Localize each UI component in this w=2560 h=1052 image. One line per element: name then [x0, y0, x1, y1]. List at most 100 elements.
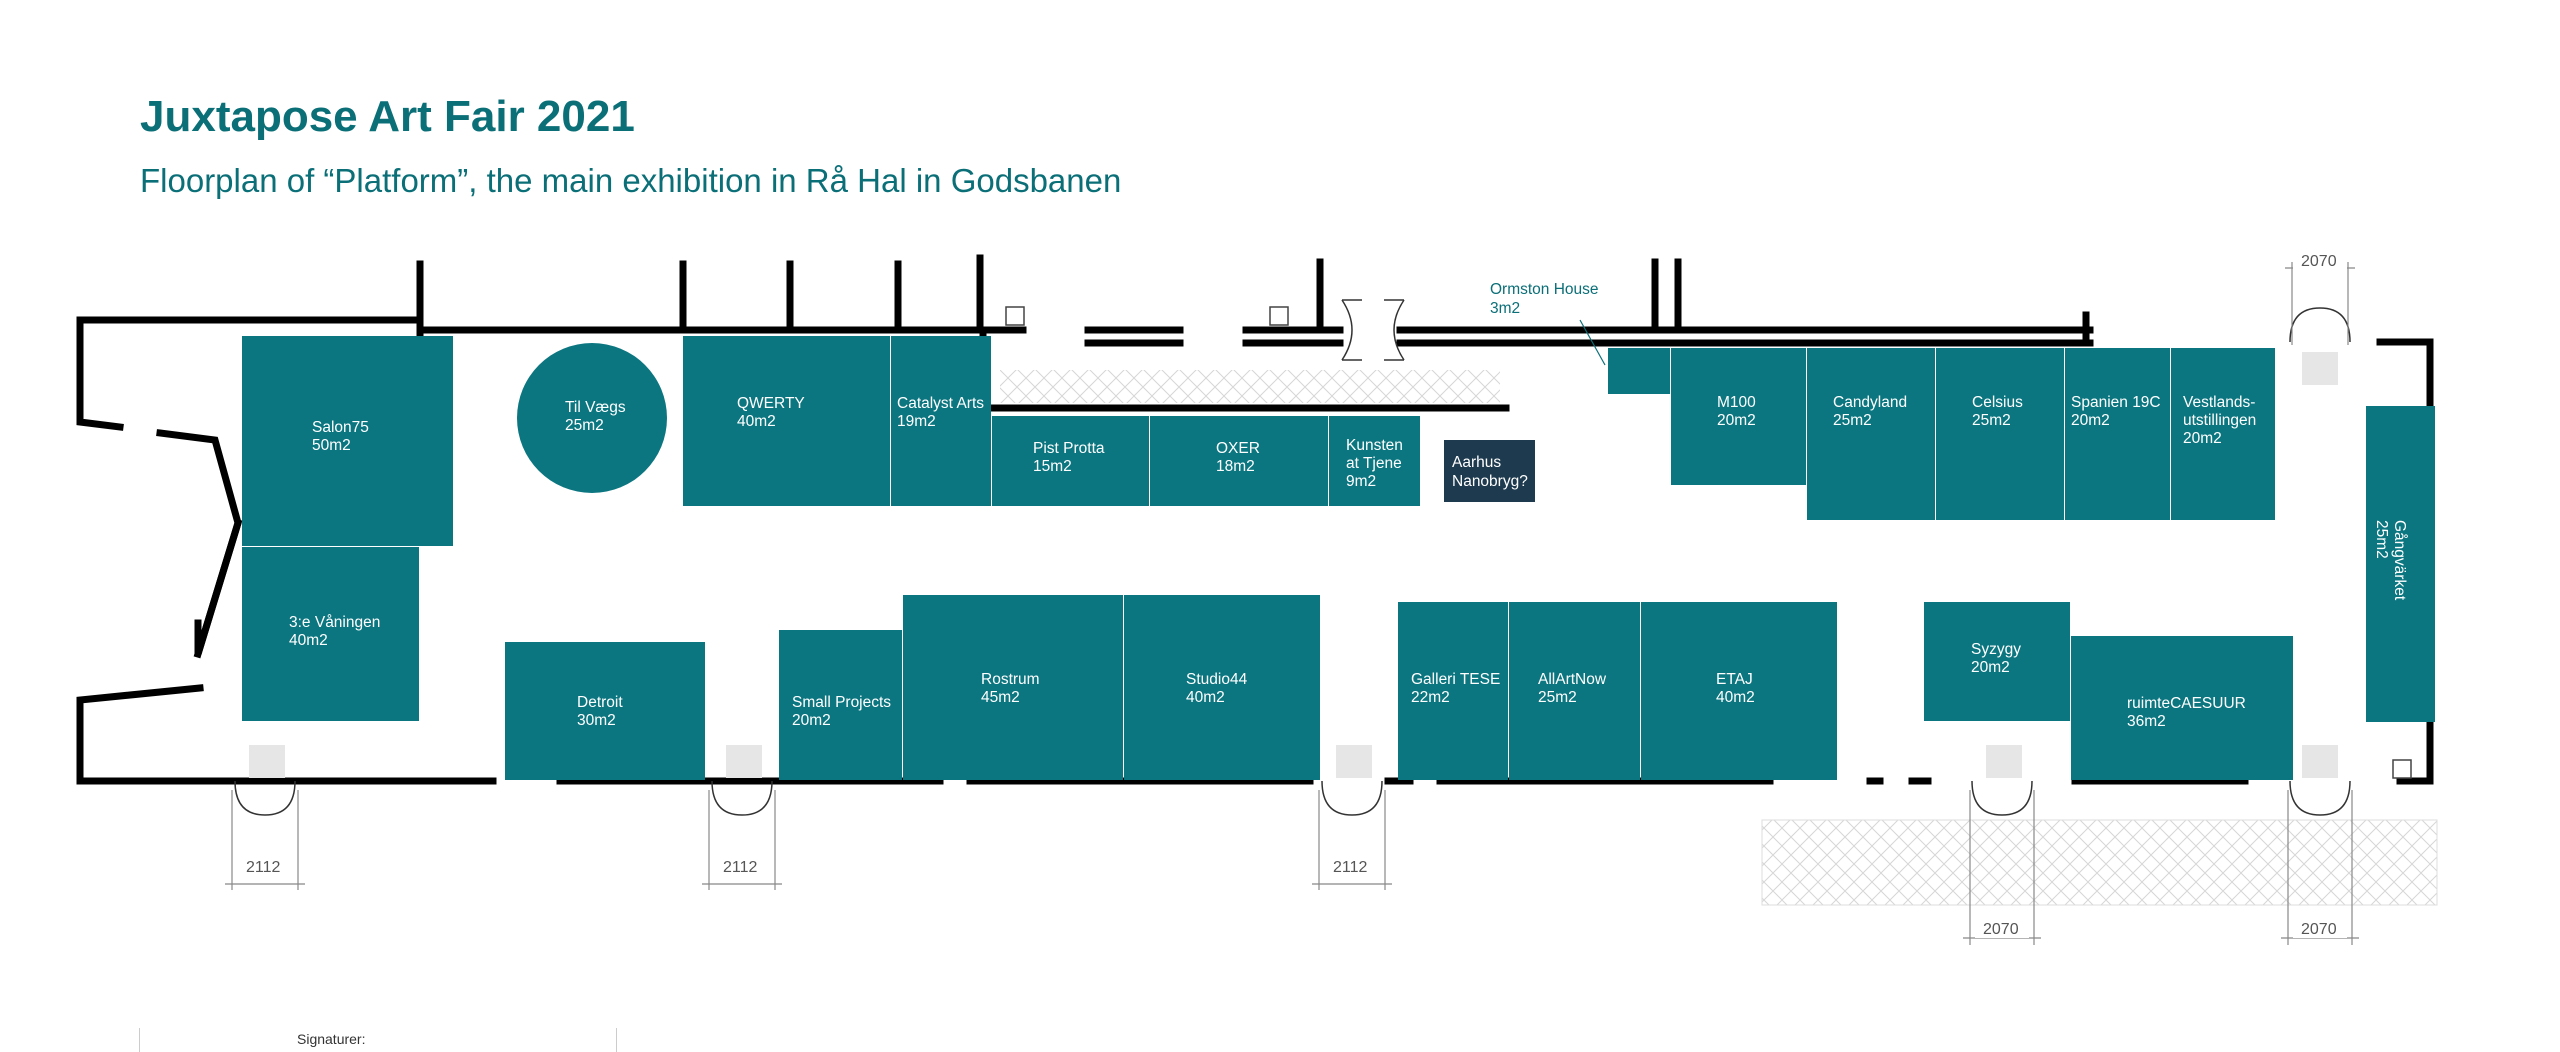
- booth-label: Small Projects: [792, 694, 891, 711]
- external-booth-label: Ormston House 3m2: [1490, 281, 1603, 317]
- booth-label: Rostrum: [981, 671, 1040, 688]
- page-subtitle: Floorplan of “Platform”, the main exhibi…: [140, 162, 1122, 199]
- booth-label: Gångvärket: [2391, 520, 2408, 601]
- booth-label: ruimteCAESUUR: [2127, 695, 2246, 712]
- booth-label: Til Vægs: [565, 399, 626, 416]
- booth-area: 15m2: [1033, 458, 1072, 475]
- exit-sign-icon: [726, 745, 762, 778]
- booth-label: utstillingen: [2183, 412, 2256, 429]
- booth-area: 40m2: [289, 632, 328, 649]
- booth-area: 25m2: [565, 417, 604, 434]
- booth-label: Kunsten: [1346, 437, 1403, 454]
- booth-area: 36m2: [2127, 713, 2166, 730]
- booth-label: Aarhus: [1452, 454, 1501, 471]
- booth-area: 20m2: [1717, 412, 1756, 429]
- dimension-label: 2112: [1333, 859, 1368, 876]
- exit-sign-icon: [2302, 745, 2338, 778]
- booth-area: 20m2: [2071, 412, 2110, 429]
- leader-line: [1579, 319, 1606, 366]
- extinguisher-icon: [1005, 306, 1025, 326]
- dimension-label: 2070: [2301, 253, 2337, 270]
- external-booth-label-line: Ormston House: [1490, 281, 1599, 298]
- extinguisher-markers: [1005, 306, 2412, 779]
- booth-label: Syzygy: [1971, 641, 2021, 658]
- exit-sign-icon: [1336, 745, 1372, 778]
- booth-area: 19m2: [897, 413, 936, 430]
- extinguisher-icon: [1269, 306, 1289, 326]
- booth-label: Nanobryg?: [1452, 473, 1528, 490]
- booth-area: 40m2: [1186, 689, 1225, 706]
- booth-area: 20m2: [2183, 430, 2222, 447]
- exit-sign-icon: [249, 745, 285, 778]
- booth-area: 30m2: [577, 712, 616, 729]
- booth-label: Galleri TESE: [1411, 671, 1500, 688]
- extinguisher-icon: [2392, 759, 2412, 779]
- dimension-label: 2112: [246, 859, 281, 876]
- external-booth-label-line: 3m2: [1490, 300, 1520, 317]
- booth-label: Detroit: [577, 694, 623, 711]
- booth-label: M100: [1717, 394, 1756, 411]
- signature-divider: [139, 1028, 140, 1052]
- dimension-labels: 2070 2112 2112 2112 2070 2070: [238, 250, 2347, 938]
- exit-sign-icon: [2302, 352, 2338, 385]
- booth-label: Salon75: [312, 419, 369, 436]
- booth-label: Candyland: [1833, 394, 1907, 411]
- hatched-ramp-area-upper: [1000, 370, 1500, 403]
- booth-area: 40m2: [1716, 689, 1755, 706]
- booth-ormston-house[interactable]: [1608, 348, 1670, 394]
- booth-label: Spanien 19C: [2071, 394, 2161, 411]
- booth-label: OXER: [1216, 440, 1260, 457]
- booth-label: ETAJ: [1716, 671, 1753, 688]
- booth-area: 25m2: [2373, 520, 2390, 559]
- dimension-label: 2070: [2301, 921, 2337, 938]
- booth-area: 9m2: [1346, 473, 1376, 490]
- hatched-ramp-area-lower: [1761, 819, 2438, 906]
- booth-label: AllArtNow: [1538, 671, 1607, 688]
- signature-divider: [616, 1028, 617, 1052]
- exit-signs: [249, 352, 2338, 778]
- door-swings: [234, 299, 2351, 816]
- booth-area: 22m2: [1411, 689, 1450, 706]
- booth-gangvaerket[interactable]: Gångvärket25m2: [2366, 406, 2435, 722]
